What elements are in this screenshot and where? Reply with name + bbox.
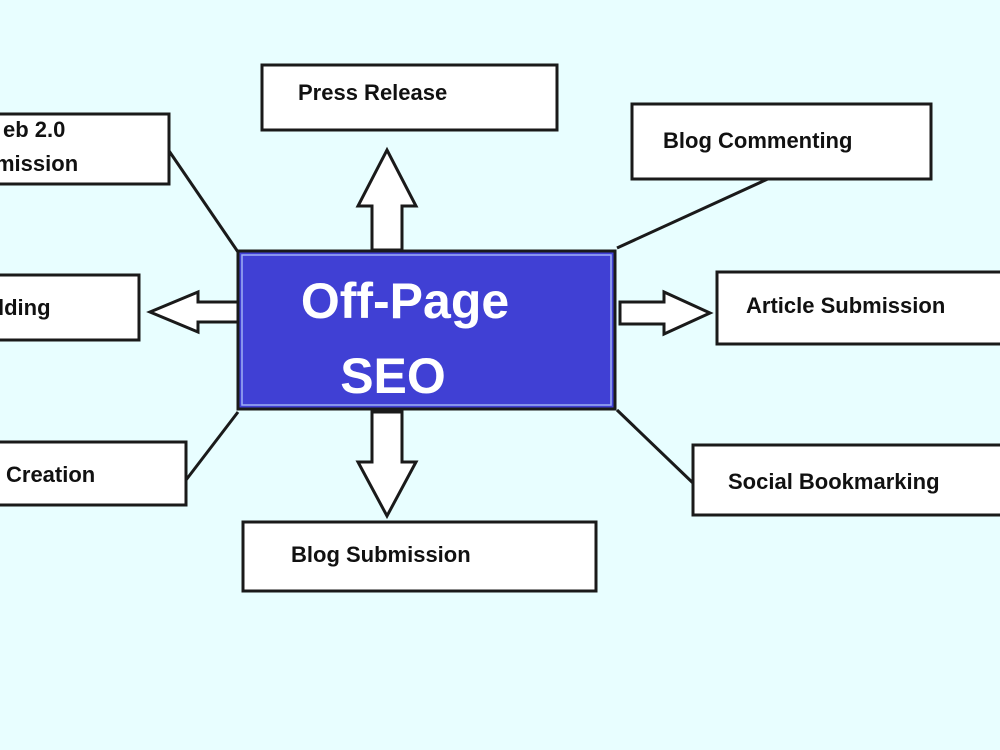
node-web20-submission [0, 112, 171, 186]
node-link-building [0, 273, 141, 342]
node-profile-creation [0, 440, 188, 507]
connector-blog-commenting [616, 176, 771, 250]
node-social-bookmarking [691, 443, 1000, 517]
node-social-bookmarking-label: Social Bookmarking [728, 469, 940, 494]
connector-web20 [163, 144, 240, 253]
arrow-left [146, 289, 240, 335]
node-link-building-label: lding [0, 295, 51, 320]
node-web20-label-line2: mission [0, 151, 78, 176]
center-box [236, 249, 617, 411]
connector-profile-creation [184, 411, 240, 481]
node-article-submission-label: Article Submission [746, 293, 945, 318]
node-blog-commenting [630, 102, 933, 181]
arrow-down [355, 410, 419, 520]
center-title-line2: SEO [340, 348, 446, 404]
node-press-release-label: Press Release [298, 80, 447, 105]
node-profile-creation-label: Creation [6, 462, 95, 487]
node-web20-label-line1: eb 2.0 [3, 117, 65, 142]
node-blog-submission-label: Blog Submission [291, 542, 471, 567]
node-press-release [260, 63, 559, 132]
connector-social-bookmarking [615, 408, 696, 486]
node-blog-submission [241, 520, 598, 593]
node-blog-commenting-label: Blog Commenting [663, 128, 852, 153]
arrow-right [618, 289, 714, 337]
node-article-submission [715, 270, 1000, 346]
center-title-line1: Off-Page [301, 273, 509, 329]
center-box-inner-border [241, 254, 612, 406]
arrow-up [355, 146, 419, 252]
